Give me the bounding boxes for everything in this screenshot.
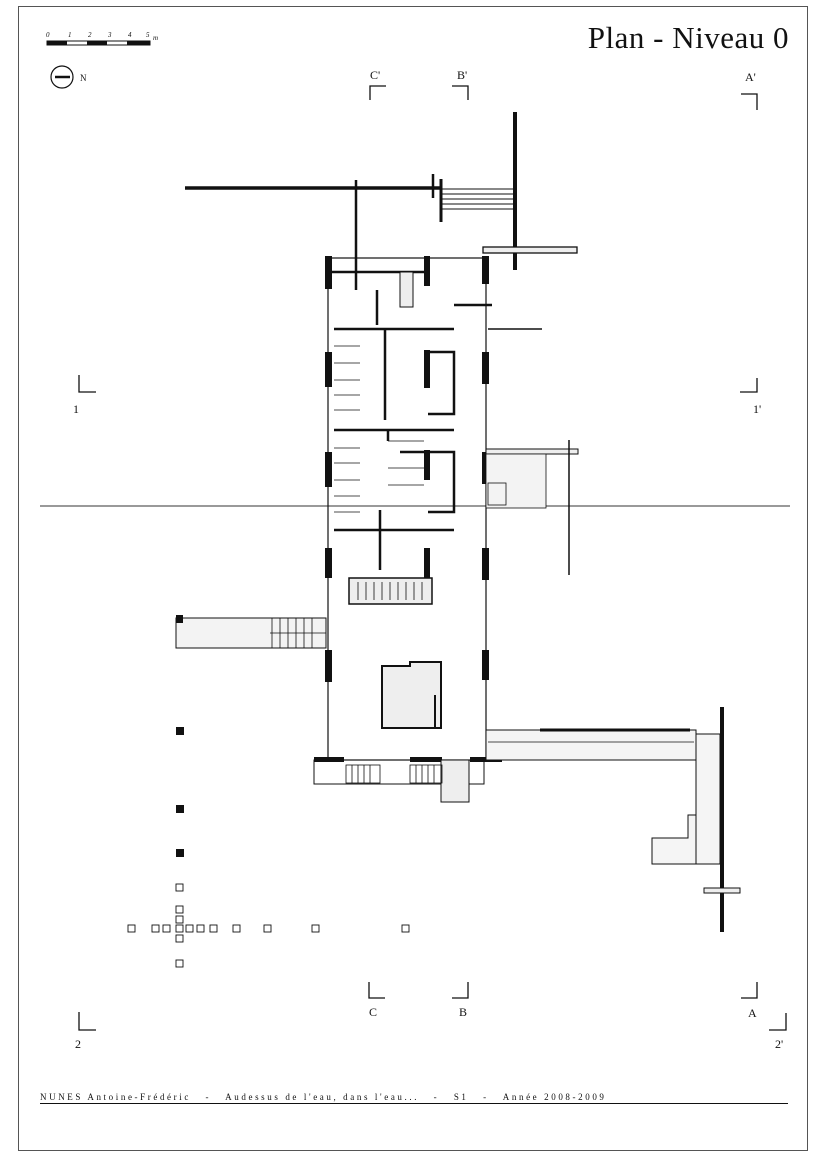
north-walkway: [185, 112, 578, 290]
central-staircase: [348, 577, 433, 605]
section-2-left-label: 2: [75, 1037, 81, 1051]
drawing-sheet-border: [18, 6, 808, 1151]
section-2-right-label: 2': [775, 1037, 784, 1051]
footer-sep-3: -: [483, 1092, 489, 1102]
scale-tick-1: 1: [68, 31, 72, 39]
south-east-ramp: [485, 707, 741, 932]
section-c-bottom-label: C: [369, 1005, 378, 1019]
section-markers: [78, 85, 787, 1031]
scale-tick-0: 0: [46, 31, 50, 39]
section-b-top-label: B': [457, 68, 468, 82]
scale-tick-4: 4: [128, 31, 132, 39]
scale-unit: m: [153, 34, 159, 42]
scale-tick-5: 5: [146, 31, 150, 39]
footer-credits: NUNES Antoine-Frédéric - Audessus de l'e…: [40, 1092, 790, 1102]
footer-year: Année 2008-2009: [502, 1092, 607, 1102]
footer-author: NUNES Antoine-Frédéric: [40, 1092, 191, 1102]
section-a-bottom-label: A: [748, 1006, 757, 1020]
section-c-top-label: C': [370, 68, 381, 82]
north-label: N: [80, 73, 87, 83]
section-b-bottom-label: B: [459, 1005, 468, 1019]
footer-sep-1: -: [205, 1092, 212, 1102]
scale-tick-2: 2: [88, 31, 92, 39]
grid-markers: [127, 883, 410, 968]
section-a-top-label: A': [745, 70, 756, 84]
scale-tick-3: 3: [108, 31, 112, 39]
west-stair-deck: [175, 615, 327, 649]
north-arrow-icon: [50, 65, 74, 89]
footer-project: Audessus de l'eau, dans l'eau...: [225, 1092, 420, 1102]
main-building: [313, 256, 502, 803]
page-title: Plan - Niveau 0: [587, 20, 789, 55]
footer-semester: S1: [453, 1092, 469, 1102]
section-1-right-label: 1': [753, 402, 762, 416]
south-steps: [345, 764, 443, 784]
service-core: [381, 661, 442, 729]
pile-markers: [176, 727, 184, 857]
footer-sep-2: -: [433, 1092, 440, 1102]
footer-rule: [40, 1103, 788, 1104]
scale-bar: [46, 40, 151, 46]
east-terrace: [485, 328, 579, 575]
section-1-left-label: 1: [73, 402, 79, 416]
